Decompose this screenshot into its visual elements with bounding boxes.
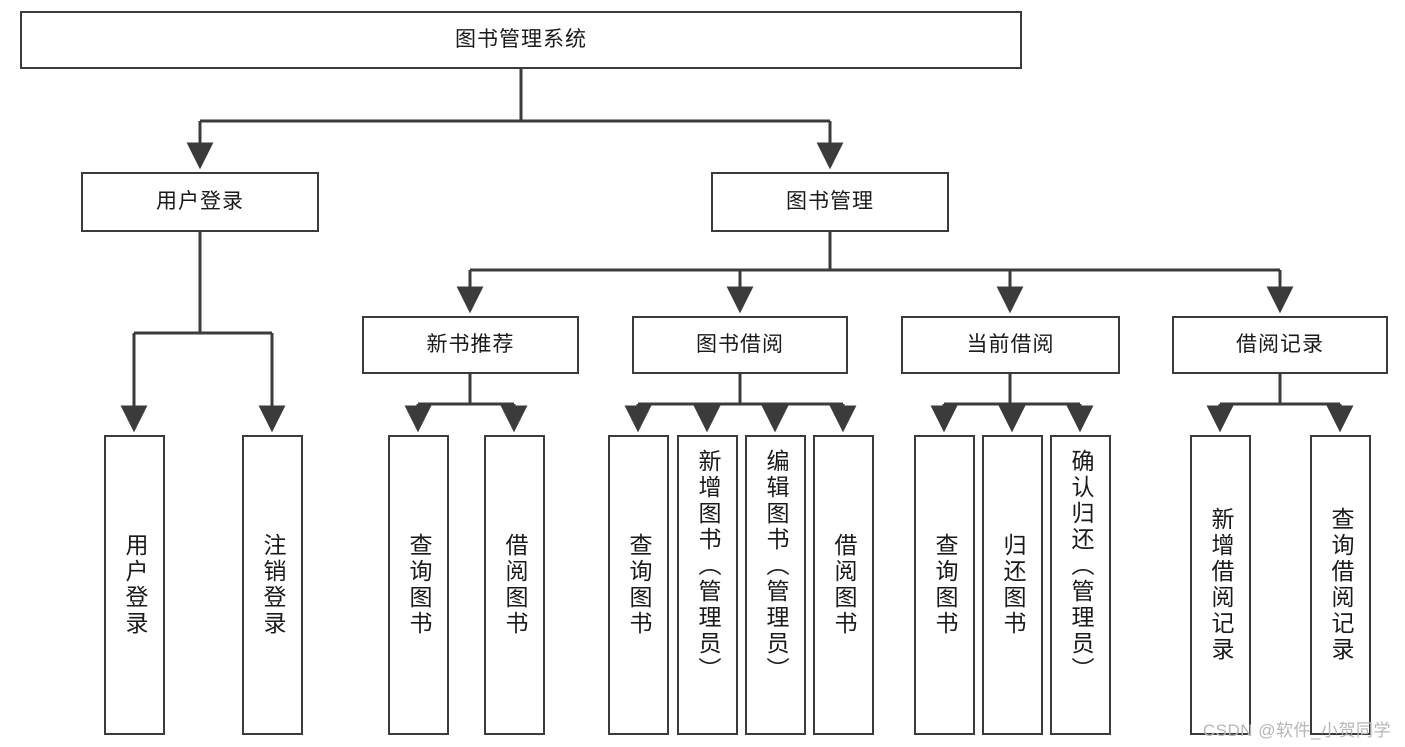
node-borrow-records-label: 借阅记录 [1236, 333, 1324, 357]
leaf-borrow-books-recommend[interactable]: 借阅图书 [484, 435, 545, 735]
leaf-borrow-book-label: 借阅图书 [831, 533, 857, 637]
node-new-book-recommend[interactable]: 新书推荐 [362, 316, 579, 374]
leaf-user-login-label: 用户登录 [122, 533, 148, 637]
node-book-management[interactable]: 图书管理 [711, 172, 949, 232]
leaf-user-login[interactable]: 用户登录 [104, 435, 165, 735]
leaf-query-books-recommend[interactable]: 查询图书 [388, 435, 449, 735]
node-book-management-label: 图书管理 [786, 190, 874, 214]
leaf-return-book-label: 归还图书 [1000, 533, 1026, 637]
leaf-borrow-books-recommend-label: 借阅图书 [502, 533, 528, 637]
node-new-book-recommend-label: 新书推荐 [426, 333, 515, 357]
node-book-borrow[interactable]: 图书借阅 [632, 316, 848, 374]
node-root-label: 图书管理系统 [455, 28, 587, 52]
leaf-add-book-admin[interactable]: 新增图书（管理员） [677, 435, 738, 735]
node-root[interactable]: 图书管理系统 [20, 11, 1022, 69]
leaf-add-book-admin-label: 新增图书（管理员） [695, 449, 721, 683]
leaf-logout[interactable]: 注销登录 [242, 435, 303, 735]
node-current-borrow[interactable]: 当前借阅 [901, 316, 1120, 374]
node-borrow-records[interactable]: 借阅记录 [1172, 316, 1388, 374]
leaf-query-books-current[interactable]: 查询图书 [914, 435, 975, 735]
node-user-login[interactable]: 用户登录 [81, 172, 319, 232]
leaf-return-book[interactable]: 归还图书 [982, 435, 1043, 735]
leaf-confirm-return-admin[interactable]: 确认归还（管理员） [1050, 435, 1111, 735]
leaf-confirm-return-admin-label: 确认归还（管理员） [1068, 449, 1094, 683]
leaf-query-books-current-label: 查询图书 [932, 533, 958, 637]
leaf-query-borrow-record[interactable]: 查询借阅记录 [1310, 435, 1371, 735]
leaf-add-borrow-record-label: 新增借阅记录 [1208, 507, 1234, 663]
leaf-edit-book-admin[interactable]: 编辑图书（管理员） [745, 435, 806, 735]
leaf-borrow-book[interactable]: 借阅图书 [813, 435, 874, 735]
leaf-edit-book-admin-label: 编辑图书（管理员） [763, 449, 789, 683]
leaf-query-books-borrow[interactable]: 查询图书 [608, 435, 669, 735]
node-user-login-label: 用户登录 [156, 190, 244, 214]
leaf-query-books-recommend-label: 查询图书 [406, 533, 432, 637]
leaf-query-books-borrow-label: 查询图书 [626, 533, 652, 637]
leaf-query-borrow-record-label: 查询借阅记录 [1328, 507, 1354, 663]
leaf-logout-label: 注销登录 [260, 533, 286, 637]
node-book-borrow-label: 图书借阅 [696, 333, 784, 357]
leaf-add-borrow-record[interactable]: 新增借阅记录 [1190, 435, 1251, 735]
node-current-borrow-label: 当前借阅 [966, 333, 1055, 357]
